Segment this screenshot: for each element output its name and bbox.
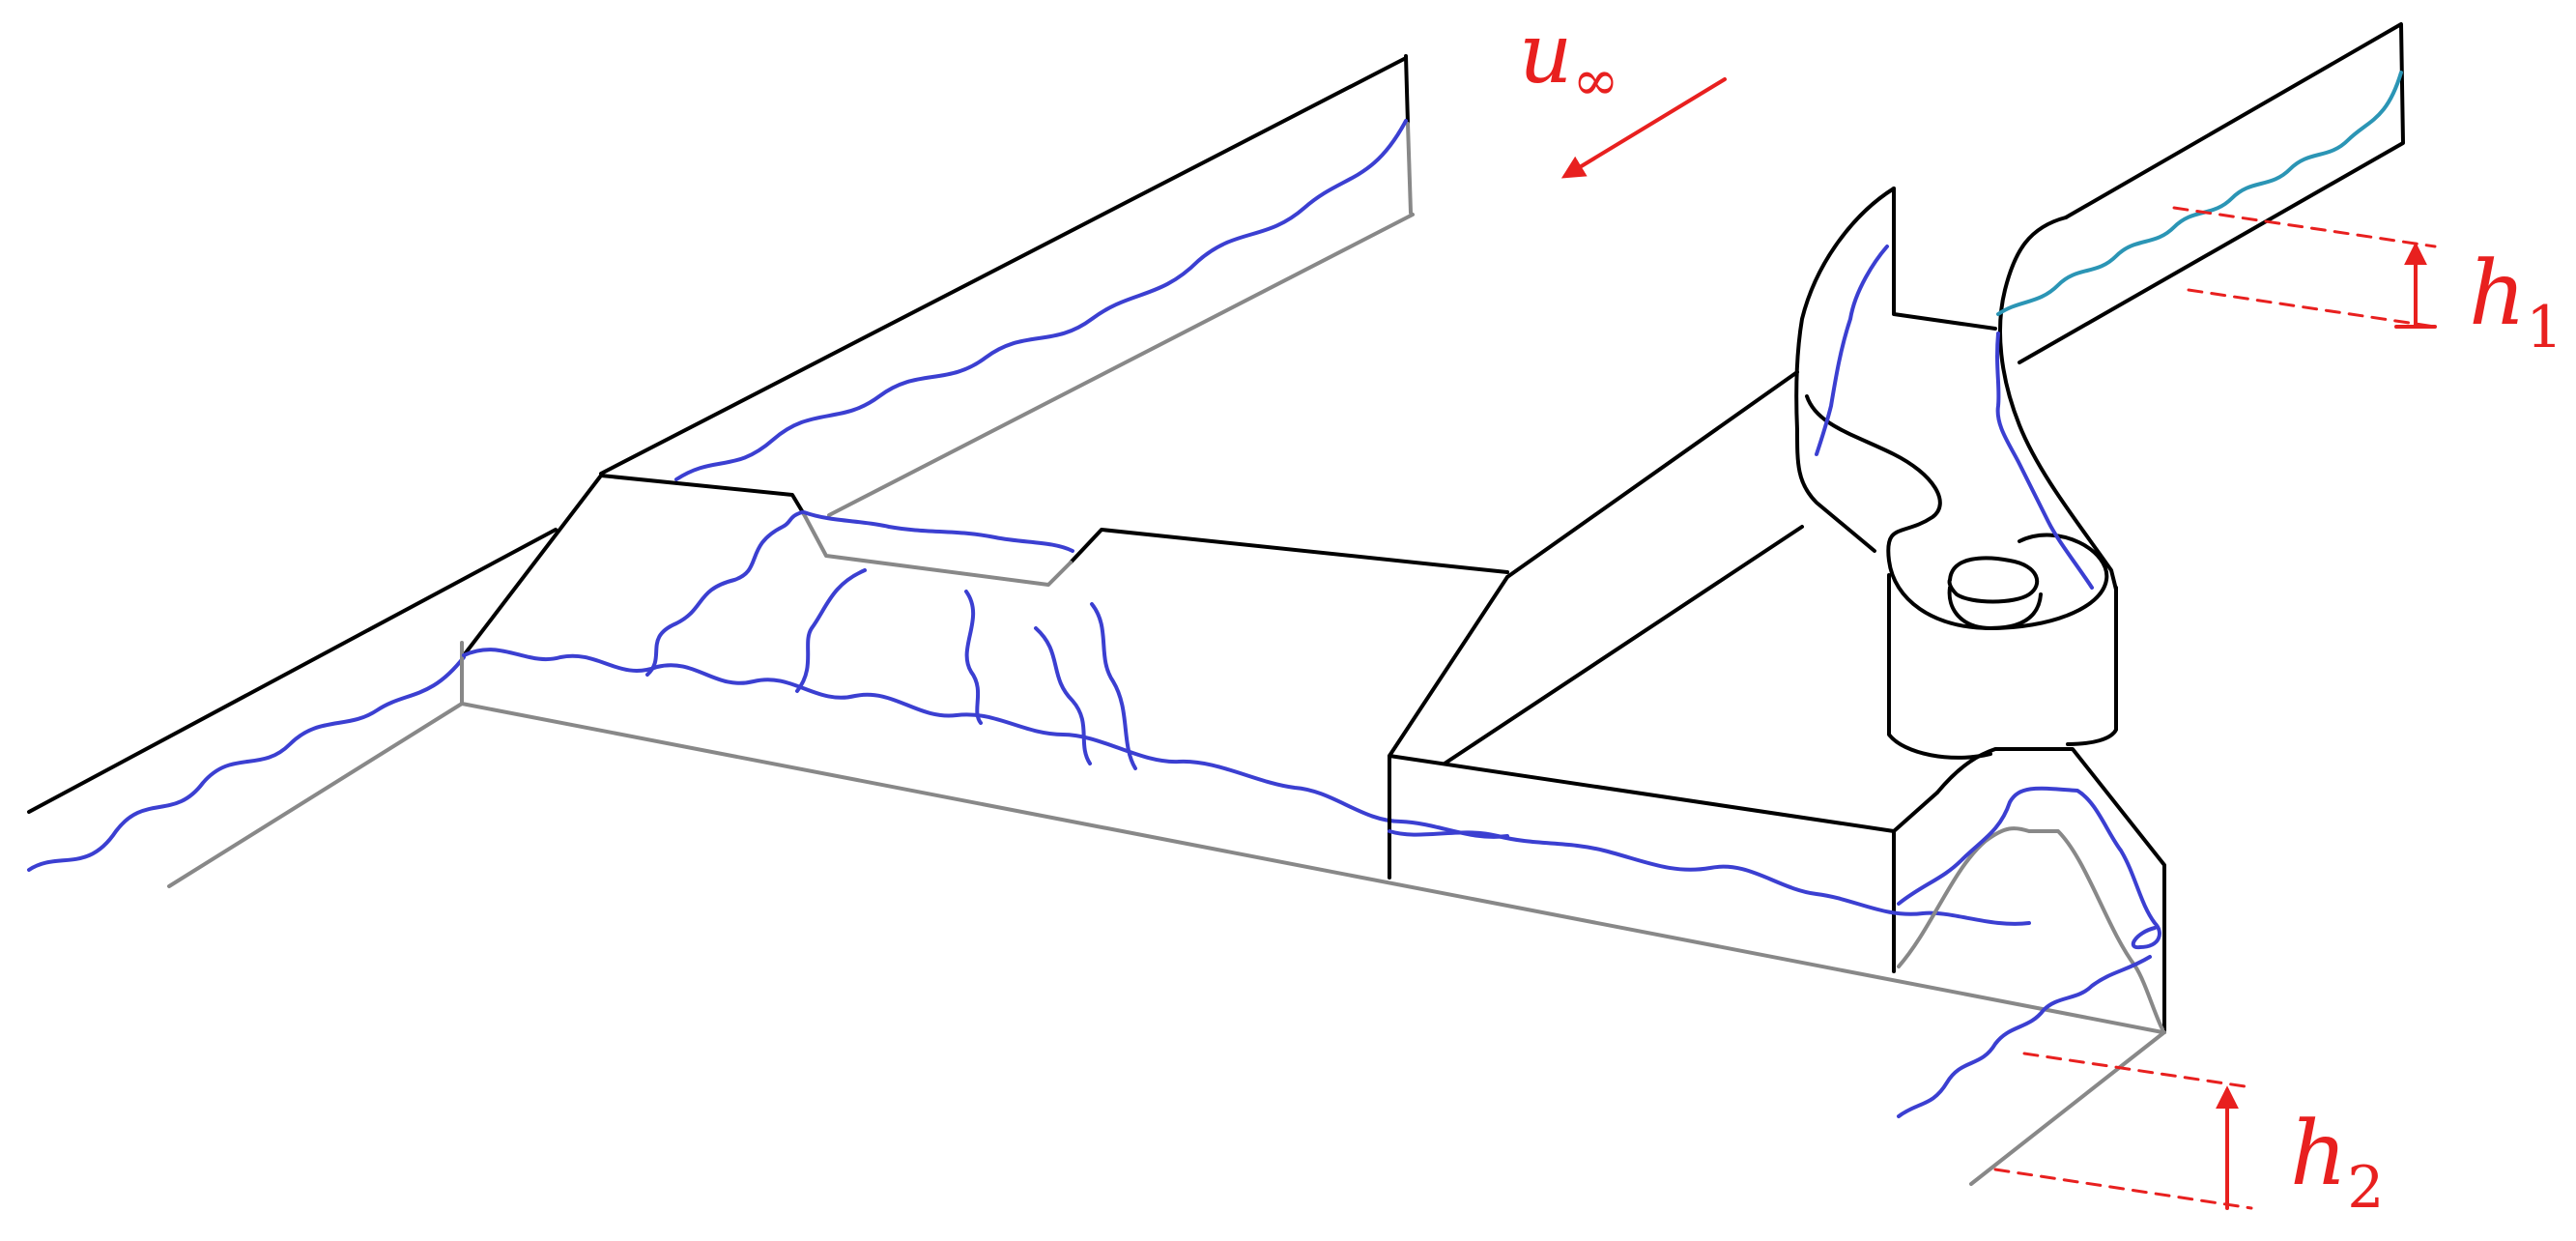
right-box-diagonal-2 [1505, 370, 1799, 579]
left-channel-bottom-hidden [167, 702, 464, 888]
h2-symbol: h [2290, 1102, 2347, 1205]
step-jet-4 [1090, 602, 1137, 770]
spiral-curl [1805, 394, 2109, 630]
h2-label: h2 [2290, 1102, 2384, 1222]
step-right-top [1069, 528, 1509, 574]
step-jet-1 [795, 568, 867, 693]
outflow-water [1897, 955, 2152, 1118]
outflow-bottom-hidden [1969, 1030, 2166, 1186]
spiral-inner-cup [1947, 556, 2040, 604]
h1-dashed-upper [2172, 206, 2437, 248]
left-channel [27, 54, 1415, 888]
h2-subscript: 2 [2347, 1154, 2384, 1222]
spiral-water-right [1995, 332, 2094, 590]
left-channel-end-post [1404, 54, 1410, 126]
freestream-arrow [1560, 77, 1727, 179]
h2-dashed-upper [2022, 1052, 2253, 1089]
left-channel-back-edge [599, 56, 1408, 476]
h1-symbol: h [2469, 242, 2526, 345]
weir-structure [1794, 22, 2405, 1034]
h1-subscript: 1 [2526, 294, 2562, 361]
weir-water [1897, 786, 2161, 950]
left-channel-water-surface [27, 655, 466, 872]
left-channel-water-surface-upper [674, 119, 1408, 481]
spiral-outer-left [1794, 187, 1896, 553]
annotations [1560, 77, 2437, 1210]
spiral-cylinder [1887, 573, 2118, 760]
step-water-rise [645, 510, 804, 677]
left-channel-outer-edge [27, 528, 558, 814]
right-box-top [1388, 575, 1896, 880]
spiral-outer-right [1998, 216, 2118, 592]
weir-front-wall [1935, 747, 2166, 1034]
freestream-subscript: ∞ [1572, 47, 1618, 113]
step-jet-3 [1034, 626, 1092, 765]
step-block [460, 474, 2164, 1034]
spiral-water-left [1815, 245, 1889, 456]
h1-label: h1 [2469, 242, 2562, 361]
step-water-top [802, 510, 1074, 553]
spiral-inner-cup-base [1947, 586, 2043, 630]
right-box-diagonal-1 [1443, 525, 1804, 765]
left-channel-end-post-hidden [1406, 122, 1413, 215]
h2-dashed-lower [1993, 1168, 2253, 1210]
step-notch-hidden [802, 512, 1073, 587]
right-box-water [1388, 829, 2031, 926]
upper-right-channel-top [2018, 22, 2405, 364]
right-box-front-corner [1892, 791, 1939, 973]
upper-right-channel-water [1996, 71, 2403, 316]
spiral-top-left [1892, 187, 1997, 331]
right-box [1388, 370, 2031, 973]
left-channel-inner-bottom-hidden [827, 213, 1415, 517]
step-left-face [462, 474, 806, 657]
step-water-surface [462, 648, 1509, 839]
h1-dashed-lower [2187, 288, 2437, 329]
freestream-symbol: u [1519, 6, 1572, 102]
freestream-label: u∞ [1519, 6, 1619, 113]
step-jet-2 [964, 590, 983, 725]
base-front-edge-hidden [460, 702, 2164, 1034]
weir-inner-hidden [1897, 826, 2164, 1031]
outflow-channel [1897, 955, 2166, 1186]
